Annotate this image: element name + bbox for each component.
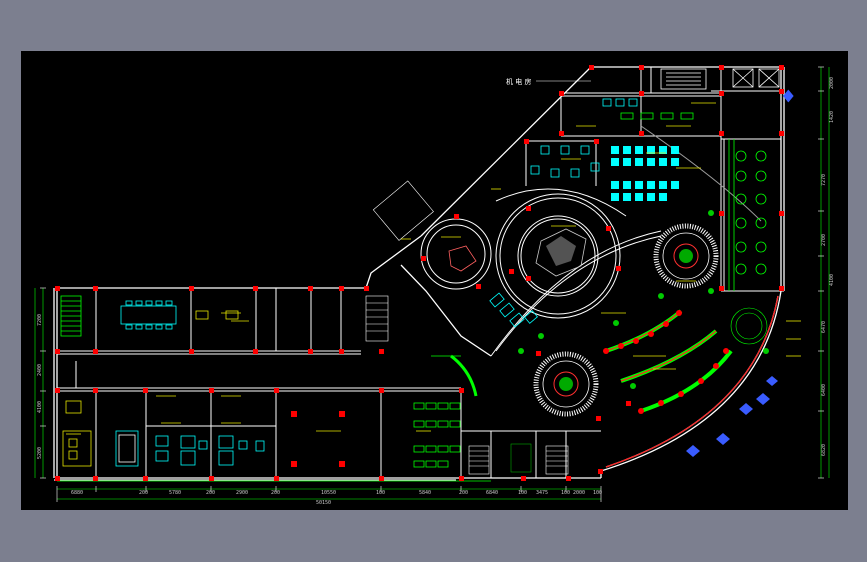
dim-text: 6840 [486, 490, 498, 496]
dim-text: 5780 [169, 490, 181, 496]
blue-fixtures [686, 89, 794, 457]
dim-text: 2900 [236, 490, 248, 496]
dim-text: 10550 [321, 490, 336, 496]
dim-text: 6880 [71, 490, 83, 496]
glass-facade [605, 295, 779, 468]
dim-text: 4100 [829, 274, 835, 286]
outer-walls [53, 66, 785, 481]
green-lines [57, 139, 735, 482]
dim-text: 6470 [821, 321, 827, 333]
dim-text: 2000 [573, 490, 585, 496]
dim-text: 1420 [829, 111, 835, 123]
room-label-marks [66, 102, 801, 435]
dim-text: 200 [271, 490, 280, 496]
furniture-cyan [115, 98, 638, 467]
stairs [365, 180, 569, 475]
dim-text: 2000 [829, 77, 835, 89]
round-seating [533, 223, 768, 417]
dim-text: 7200 [37, 314, 43, 326]
display-benches-inner [605, 310, 717, 382]
dim-text: 5200 [37, 447, 43, 459]
dim-text: 100 [593, 490, 602, 496]
dim-text: 7270 [821, 174, 827, 186]
dim-total: 50150 [316, 500, 331, 506]
drawing-canvas[interactable]: 机 电 房 6880 200 5780 200 2900 200 10550 1… [21, 51, 848, 510]
curved-walls [490, 125, 762, 357]
furniture-yellow [62, 310, 239, 467]
dim-text: 100 [518, 490, 527, 496]
right-dimensions: 2000 1420 7270 2700 4100 6470 6400 6820 [821, 77, 835, 456]
bench-posts [603, 310, 729, 414]
dim-text: 6400 [821, 384, 827, 396]
dim-text: 200 [206, 490, 215, 496]
dim-text: 5840 [419, 490, 431, 496]
left-dimensions: 7200 2400 4100 5200 [37, 314, 43, 459]
dim-text: 100 [561, 490, 570, 496]
interior-walls-left [57, 288, 601, 478]
columns [55, 65, 784, 481]
dim-text: 4100 [37, 401, 43, 413]
plants [518, 210, 769, 389]
dimension-lines [34, 67, 830, 500]
machine-room-label: 机 电 房 [506, 77, 531, 86]
dim-text: 2700 [821, 234, 827, 246]
bottom-dimensions: 6880 200 5780 200 2900 200 10550 100 584… [71, 490, 602, 506]
dimension-ticks [40, 66, 824, 502]
dim-text: 200 [459, 490, 468, 496]
dim-text: 3475 [536, 490, 548, 496]
workstations [413, 112, 694, 468]
round-tables [735, 150, 767, 275]
round-halls [420, 188, 627, 319]
dim-text: 2400 [37, 364, 43, 376]
hall-features [448, 228, 587, 277]
display-benches [605, 309, 733, 413]
dim-text: 6820 [821, 444, 827, 456]
dim-text: 100 [376, 490, 385, 496]
dim-text: 200 [139, 490, 148, 496]
floor-plan: 机 电 房 6880 200 5780 200 2900 200 10550 1… [34, 65, 835, 506]
cafe-tables [611, 146, 679, 201]
elevators [660, 68, 780, 90]
